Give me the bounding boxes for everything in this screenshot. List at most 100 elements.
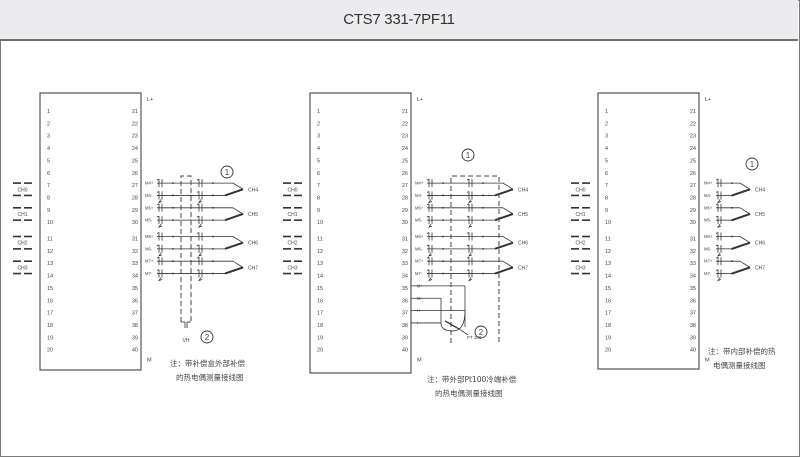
terminal-label-left: 17: [317, 311, 323, 317]
ground-tick: [717, 252, 722, 257]
wire-dot: [482, 206, 484, 209]
callout-number: 2: [479, 328, 484, 337]
terminal-label-right: 28: [690, 195, 696, 201]
note-line: 注：带内部补偿的热: [708, 347, 776, 356]
terminal-label-left: 15: [605, 286, 611, 292]
tc-junction: [502, 182, 514, 190]
tc-junction: [731, 241, 751, 250]
wire-dot: [482, 219, 484, 222]
terminal-label-right: 39: [132, 335, 138, 341]
terminal-label-right: 36: [690, 298, 696, 304]
ground-tick: [428, 223, 433, 228]
channel-label-left: CH3: [17, 265, 27, 271]
terminal-label-right: 31: [690, 237, 696, 243]
terminal-label-left: 13: [605, 261, 611, 267]
wire-dot: [442, 182, 444, 185]
terminal-label-left: 1: [605, 109, 608, 115]
terminal-signal-label: M5+: [145, 205, 154, 210]
compensation-dashed-box: [180, 175, 192, 322]
terminal-label-left: 8: [47, 195, 50, 201]
connector-tick: [466, 191, 470, 193]
tc-junction: [224, 241, 244, 250]
channel-label-left: CH3: [575, 265, 585, 271]
callout-circle: [200, 330, 214, 344]
terminal-label-right: 33: [402, 261, 408, 267]
terminal-label-right: 24: [132, 146, 138, 152]
terminal-label-left: 12: [47, 249, 53, 255]
terminal-label-right: 30: [690, 220, 696, 226]
terminal-label-right: 40: [402, 348, 408, 354]
terminal-label-right: 31: [132, 237, 138, 243]
wire-dot: [482, 247, 484, 250]
terminal-label-left: 1: [317, 109, 320, 115]
terminal-label-right: 29: [132, 208, 138, 214]
tc-junction: [224, 188, 244, 197]
connector-tick: [715, 256, 719, 259]
note-line: 的热电偶测量接线图: [435, 389, 503, 398]
ground-tick: [468, 199, 473, 204]
tc-junction: [502, 236, 514, 244]
terminal-label-left: 2: [47, 121, 50, 127]
connector-tick: [715, 178, 719, 181]
ground-tick: [158, 199, 163, 204]
wire-dot: [442, 194, 444, 197]
connector-tick: [426, 244, 430, 247]
terminal-label-left: 18: [47, 323, 53, 329]
wire-dot: [731, 235, 733, 238]
wire-dot: [172, 260, 174, 263]
connector-tick: [196, 191, 200, 193]
wire-dot: [212, 182, 214, 185]
terminal-label-right: 32: [402, 249, 408, 255]
wire-dot: [212, 194, 214, 197]
terminal-label-left: 5: [317, 158, 320, 164]
connector-tick: [715, 215, 719, 218]
terminal-label-right: 27: [132, 183, 138, 189]
terminal-label-right: 37: [402, 311, 408, 317]
terminal-label-right: 35: [690, 286, 696, 292]
connector-tick: [466, 178, 470, 181]
wire-dot: [172, 247, 174, 250]
channel-label-left: CH0: [17, 187, 27, 193]
wire-dot: [442, 260, 444, 263]
wire-dot: [212, 235, 214, 238]
terminal-label-right: 32: [690, 249, 696, 255]
connector-tick: [426, 203, 430, 206]
wire-dot: [212, 219, 214, 222]
connector-tick: [196, 215, 200, 218]
callout-circle: [461, 148, 475, 162]
channel-label-right: CH4: [248, 187, 258, 193]
terminal-label-left: 9: [605, 208, 608, 214]
ground-tick: [717, 223, 722, 228]
terminal-label-left: 15: [47, 286, 53, 292]
ground-tick: [428, 252, 433, 257]
terminal-signal-label: M5-: [415, 218, 423, 223]
connector-tick: [196, 203, 200, 206]
channel-label-right: CH6: [518, 241, 528, 247]
wire-dot: [212, 260, 214, 263]
ground-tick: [198, 252, 203, 257]
terminal-label-right: 28: [402, 195, 408, 201]
tc-junction: [232, 236, 244, 244]
wire-dot: [172, 182, 174, 185]
connector-tick: [196, 256, 200, 259]
note-external-box: 注：带补偿盒外部补偿 的热电偶测量接线图: [170, 357, 245, 385]
tc-junction: [739, 207, 751, 215]
terminal-label-left: 8: [317, 195, 320, 201]
module-box: [597, 92, 700, 370]
connector-tick: [156, 244, 160, 247]
connector-tick: [715, 203, 719, 206]
terminal-label-left: 20: [47, 348, 53, 354]
terminal-label-left: 13: [317, 261, 323, 267]
terminal-signal-label: M7+: [415, 259, 424, 264]
connector-tick: [715, 232, 719, 234]
terminal-label-left: 3: [47, 134, 50, 140]
terminal-label-right: 22: [690, 121, 696, 127]
terminal-signal-label: M7+: [704, 259, 713, 264]
terminal-label-left: 1: [47, 109, 50, 115]
terminal-label-right: 26: [690, 171, 696, 177]
terminal-label-left: 17: [605, 311, 611, 317]
pt100-leader: [458, 328, 469, 336]
terminal-label-left: 17: [47, 311, 53, 317]
connector-tick: [466, 244, 470, 247]
tc-junction: [232, 182, 244, 190]
